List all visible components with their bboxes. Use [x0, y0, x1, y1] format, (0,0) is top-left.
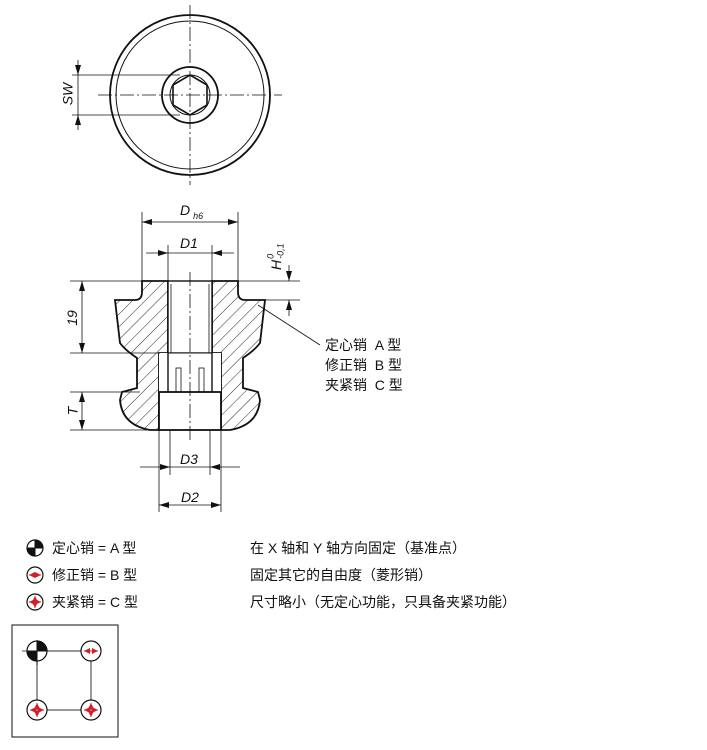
dim-19-label: 19 — [63, 310, 80, 326]
legend-label-a: 定心销 = A 型 — [52, 540, 137, 556]
dim-h-tolerance: 0-0,1 — [266, 243, 286, 259]
dim-d-tolerance: h6 — [193, 211, 204, 221]
callout-type-a: 定心销 A 型 — [325, 337, 402, 353]
callout-type-c: 夹紧销 C 型 — [325, 377, 403, 393]
dim-t-label: T — [64, 406, 81, 416]
legend-desc-a: 在 X 轴和 Y 轴方向固定（基准点） — [250, 540, 466, 556]
dim-h-upper: 0 — [265, 253, 276, 259]
legend-label-c: 夹紧销 = C 型 — [52, 594, 138, 610]
dim-h-text: H — [267, 259, 284, 270]
legend-desc-c: 尺寸略小（无定心功能，只具备夹紧功能） — [250, 594, 516, 610]
callout-type-b: 修正销 B 型 — [325, 357, 403, 373]
dim-d1-label: D1 — [180, 235, 198, 251]
legend-icons — [26, 539, 44, 611]
dim-sw-label: SW — [59, 82, 76, 106]
dim-d2-label: D2 — [181, 489, 199, 505]
dim-d-text: D — [180, 202, 191, 218]
legend-label-b: 修正销 = B 型 — [52, 567, 138, 583]
section-view — [70, 212, 321, 512]
legend-desc-b: 固定其它的自由度（菱形销） — [250, 567, 432, 583]
dim-h-lower: -0,1 — [275, 243, 286, 259]
pin-layout-example — [11, 624, 119, 738]
type-callout: 定心销 A 型 修正销 B 型 夹紧销 C 型 — [325, 335, 403, 395]
dim-d3-label: D3 — [180, 451, 198, 467]
top-view — [72, 5, 282, 185]
